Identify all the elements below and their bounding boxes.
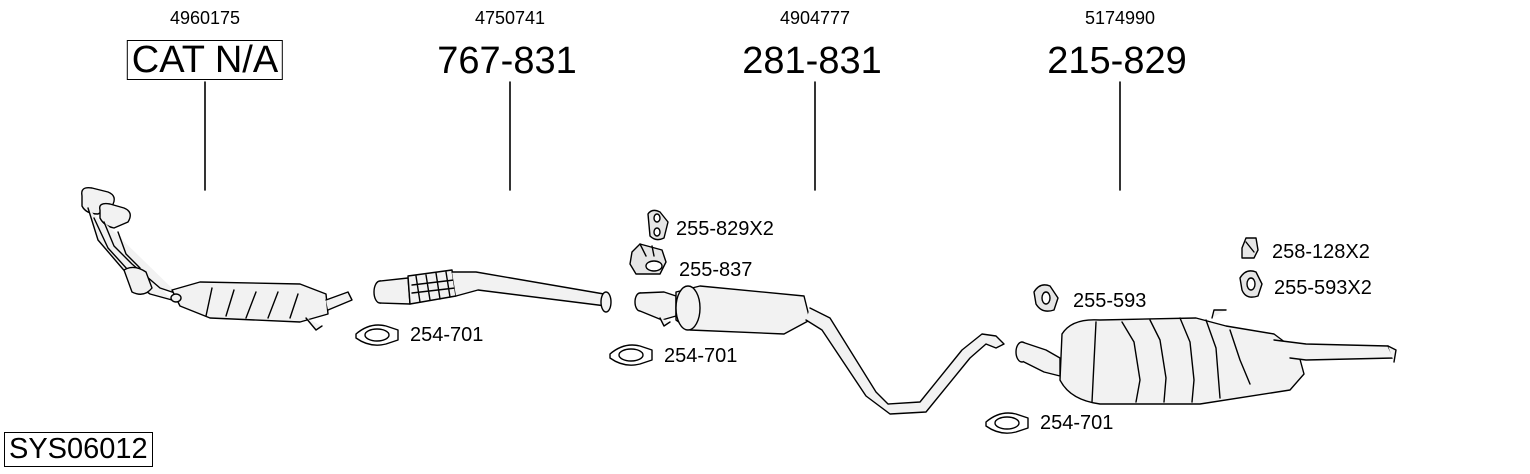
clamp-icon-1[interactable] — [355, 324, 399, 346]
clamp-label-3[interactable]: 254-701 — [1040, 412, 1114, 434]
oem-number-3: 4904777 — [779, 8, 851, 28]
rubber-ring-label-2[interactable]: 255-593X2 — [1274, 277, 1372, 299]
rubber-mount-icon[interactable] — [647, 209, 669, 241]
bracket-label-2[interactable]: 258-128X2 — [1272, 241, 1370, 263]
clamp-label-1[interactable]: 254-701 — [410, 324, 484, 346]
oem-number-4: 5174990 — [1084, 8, 1156, 28]
bracket-label-1[interactable]: 255-837 — [679, 259, 753, 281]
clamp-icon-2[interactable] — [609, 344, 653, 366]
front-pipe[interactable] — [373, 269, 612, 313]
rear-silencer[interactable] — [1015, 309, 1397, 405]
clamp-label-2[interactable]: 254-701 — [664, 345, 738, 367]
rubber-ring-label-1[interactable]: 255-593 — [1073, 290, 1147, 312]
catalytic-converter[interactable] — [81, 186, 353, 331]
rubber-ring-icon-2[interactable] — [1239, 270, 1263, 298]
middle-silencer[interactable] — [634, 285, 1005, 415]
bracket-icon-1[interactable] — [629, 243, 667, 275]
clamp-icon-3[interactable] — [985, 412, 1029, 434]
oem-number-2: 4750741 — [474, 8, 546, 28]
part-number-2[interactable]: 767-831 — [437, 40, 577, 82]
system-code: SYS06012 — [4, 432, 153, 468]
bracket-icon-2[interactable] — [1241, 237, 1259, 259]
rubber-mount-label[interactable]: 255-829X2 — [676, 218, 774, 240]
rubber-ring-icon-1[interactable] — [1033, 284, 1059, 312]
part-number-1[interactable]: CAT N/A — [126, 40, 284, 80]
oem-number-1: 4960175 — [169, 8, 241, 28]
part-number-4[interactable]: 215-829 — [1047, 40, 1187, 82]
part-number-3[interactable]: 281-831 — [742, 40, 882, 82]
